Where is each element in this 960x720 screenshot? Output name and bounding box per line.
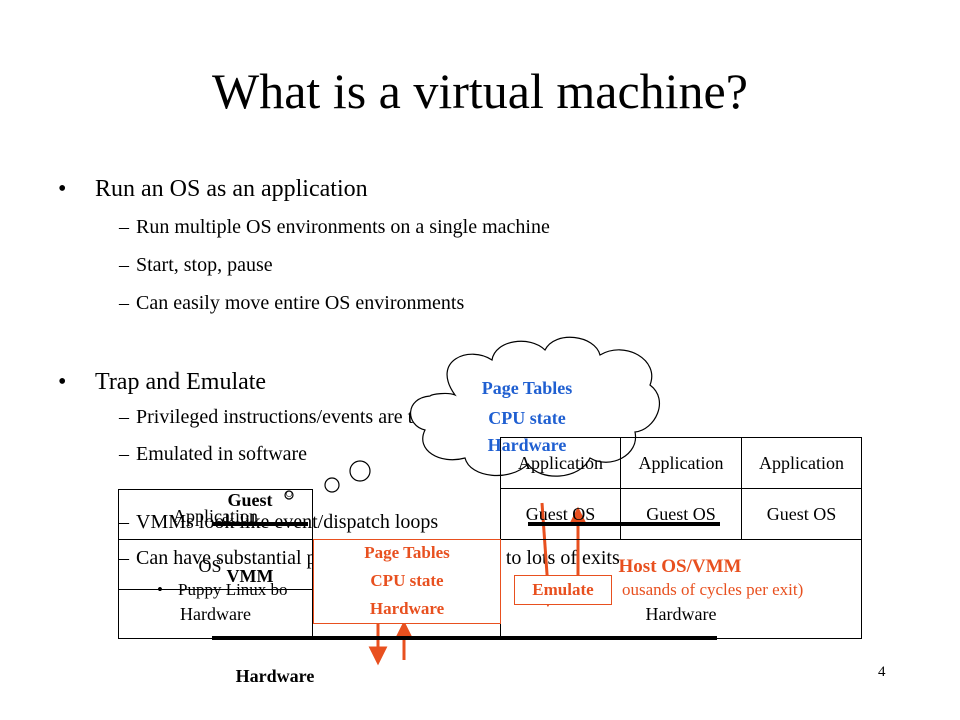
dash-marker: – [119,216,129,238]
dash-marker: – [119,254,129,276]
bullet-marker: • [58,369,67,395]
sub-bullet: Can easily move entire OS environments [136,292,465,314]
bottom-hardware-line [212,636,717,640]
left-guest-label: Guest [227,490,273,510]
host-os-vmm-label: Host OS/VMM [618,556,742,577]
page-number: 4 [878,664,886,680]
sub-bullet: Emulated in software [136,443,308,465]
dash-marker: – [119,511,129,533]
vmm-box-hardware: Hardware [369,599,445,618]
bullet-marker: • [58,176,67,202]
left-vmm-label: VMM [226,566,274,586]
thought-cloud [410,336,661,477]
vmm-box-page-tables: Page Tables [364,543,450,562]
slide-title: What is a virtual machine? [212,63,748,119]
dash-marker: – [119,292,129,314]
vmm-box-cpu-state: CPU state [370,571,444,590]
cloud-line-hardware: Hardware [487,435,567,455]
left-application-label: Application [173,506,258,526]
cloud-line-cpu-state: CPU state [488,408,566,428]
sub-bullet: Run multiple OS environments on a single… [136,216,550,238]
right-application-label: Application [759,453,844,473]
dash-marker: – [119,547,129,569]
bullet-trap-emulate: Trap and Emulate [95,369,267,395]
dash-marker: – [119,406,129,428]
cloud-line-page-tables: Page Tables [481,378,573,398]
right-guest-os-label: Guest OS [766,504,837,524]
bullet-run-os: Run an OS as an application [95,176,368,202]
dash-marker: – [119,443,129,465]
right-application-label: Application [638,453,724,473]
vmm-state-box [313,539,501,624]
cloud-bubble-large [349,460,371,482]
left-hardware-label: Hardware [180,604,251,624]
right-guest-os-label: Guest OS [525,504,596,524]
left-os-cell [118,539,313,590]
right-app-cell [741,437,862,489]
left-stack-divider [212,522,308,526]
cloud-bubble-medium [324,477,340,493]
right-guest-os-label: Guest OS [646,504,716,524]
emulate-label: Emulate [532,580,594,599]
small-circle: ○ [285,487,294,502]
subsub-bullet-red-tail: ousands of cycles per exit) [622,580,804,599]
left-os-label: OS [198,556,222,576]
cloud-bubble-small [284,490,294,500]
right-application-label: Application [518,453,603,473]
emulate-box [514,575,612,605]
right-hardware-label: Hardware [645,604,717,624]
bottom-hardware-label: Hardware [235,666,315,686]
sub-bullet: Start, stop, pause [136,254,273,276]
right-stack-divider [528,522,720,526]
